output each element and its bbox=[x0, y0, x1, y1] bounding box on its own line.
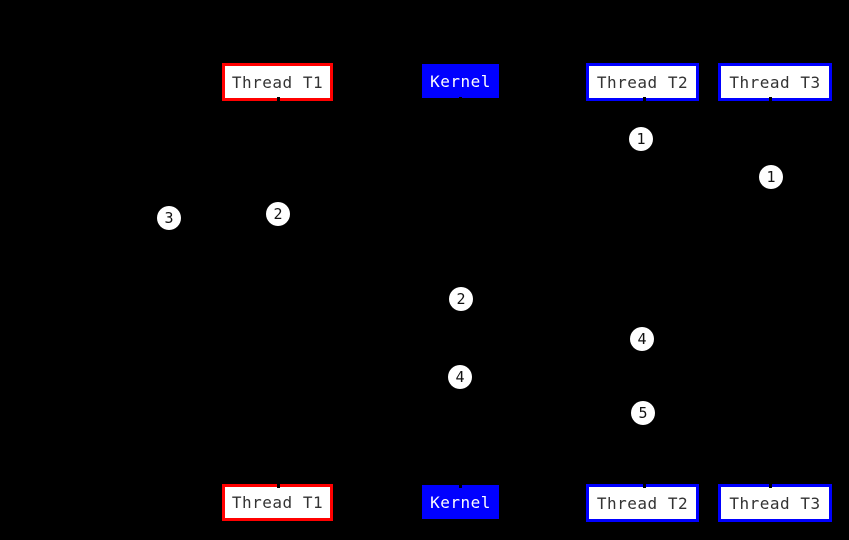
node-label: Thread T3 bbox=[729, 72, 821, 92]
step-number: 2 bbox=[273, 204, 283, 223]
step-circle-1-thread-t3: 1 bbox=[759, 165, 783, 189]
lifeline-thread-t3 bbox=[769, 97, 772, 488]
node-label: Kernel bbox=[430, 492, 491, 512]
node-thread-t2-bottom: Thread T2 bbox=[586, 484, 699, 522]
node-kernel-bottom: Kernel bbox=[422, 485, 499, 519]
node-thread-t1-top: Thread T1 bbox=[222, 63, 333, 101]
node-thread-t3-top: Thread T3 bbox=[718, 63, 832, 101]
node-thread-t1-bottom: Thread T1 bbox=[222, 484, 333, 521]
node-label: Thread T1 bbox=[231, 493, 324, 512]
step-number: 4 bbox=[455, 367, 465, 386]
lifeline-thread-t2 bbox=[643, 97, 646, 488]
step-number: 5 bbox=[638, 403, 648, 422]
step-circle-3-left: 3 bbox=[157, 206, 181, 230]
node-label: Thread T2 bbox=[596, 493, 689, 513]
node-kernel-top: Kernel bbox=[422, 64, 499, 98]
node-label: Thread T2 bbox=[596, 72, 689, 92]
step-number: 4 bbox=[637, 329, 647, 348]
step-number: 3 bbox=[164, 208, 174, 227]
step-number: 1 bbox=[766, 167, 776, 186]
step-number: 2 bbox=[456, 289, 466, 308]
step-circle-1-thread-t2: 1 bbox=[629, 127, 653, 151]
step-circle-2-thread-t1: 2 bbox=[266, 202, 290, 226]
lifeline-thread-t1 bbox=[277, 97, 280, 488]
node-label: Kernel bbox=[430, 71, 491, 91]
step-circle-4-thread-t2: 4 bbox=[630, 327, 654, 351]
node-label: Thread T1 bbox=[231, 72, 324, 92]
node-thread-t3-bottom: Thread T3 bbox=[718, 484, 832, 522]
step-number: 1 bbox=[636, 129, 646, 148]
node-label: Thread T3 bbox=[729, 493, 821, 513]
node-thread-t2-top: Thread T2 bbox=[586, 63, 699, 101]
step-circle-5-thread-t2: 5 bbox=[631, 401, 655, 425]
step-circle-2-kernel: 2 bbox=[449, 287, 473, 311]
step-circle-4-kernel: 4 bbox=[448, 365, 472, 389]
